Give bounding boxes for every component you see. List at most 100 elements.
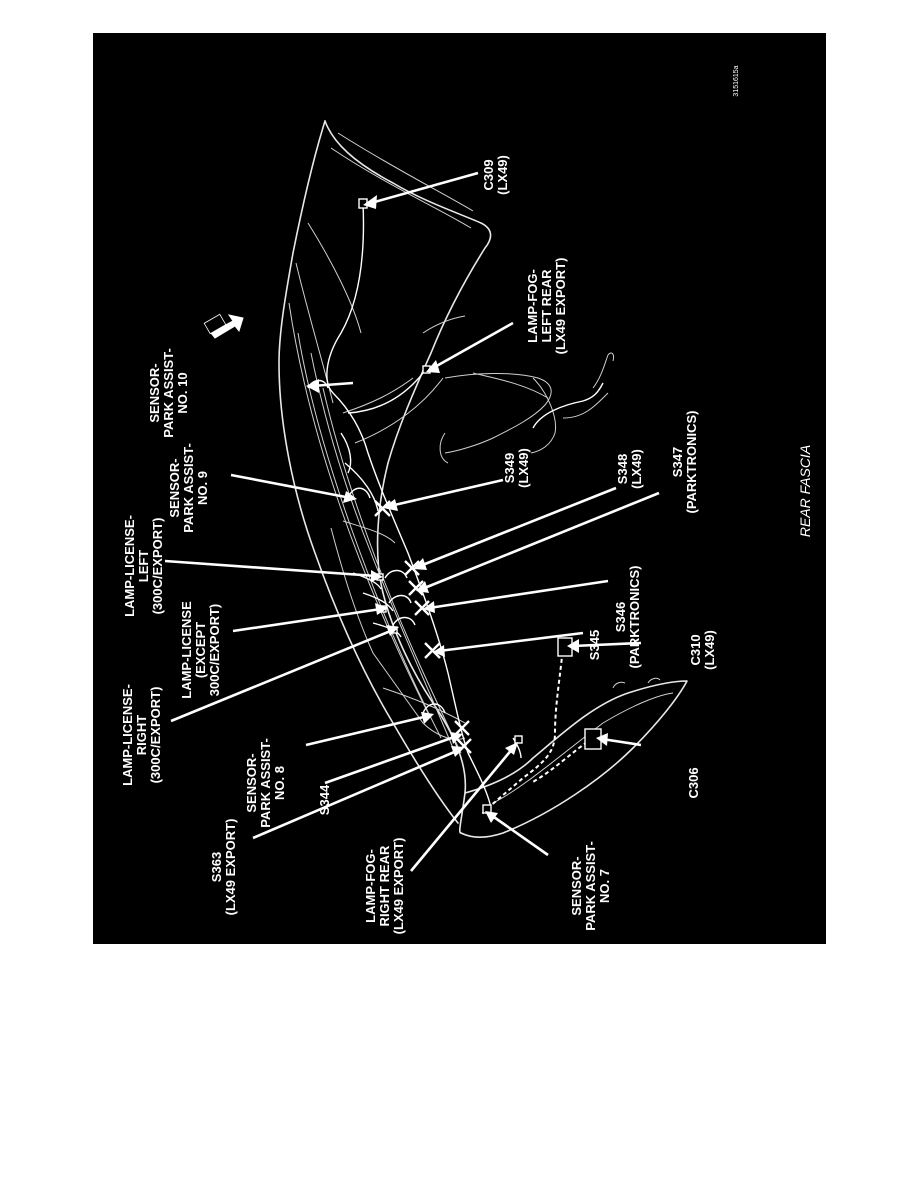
label-s349-line-2: (LX49)	[516, 448, 531, 488]
svg-text:S345: S345	[587, 630, 602, 660]
svg-text:SENSOR-PARK ASSIST-NO. 9: SENSOR-PARK ASSIST-NO. 9	[167, 443, 210, 533]
sensor-lamp-arc-2	[388, 594, 412, 604]
label-lamp-fog-left-rear-line-1: LAMP-FOG-	[525, 269, 540, 343]
label-s363-line-1: S363	[209, 852, 224, 882]
label-s348: S348(LX49)	[615, 449, 644, 489]
label-s347-line-1: S347	[670, 447, 685, 477]
svg-text:LAMP-FOG-LEFT REAR(LX49 EXPORT: LAMP-FOG-LEFT REAR(LX49 EXPORT)	[525, 258, 568, 355]
label-s346-line-2: (PARKTRONICS)	[627, 565, 642, 668]
splice-s344	[454, 720, 470, 736]
label-sensor-park-assist-8-line-1: SENSOR-	[244, 753, 259, 812]
splice-s345	[424, 642, 441, 659]
label-lamp-license-except-line-2: (EXCEPT	[193, 622, 208, 678]
label-c309-line-1: C309	[481, 159, 496, 190]
splice-s347	[408, 580, 424, 596]
label-c306: C306	[686, 767, 701, 798]
svg-text:S348(LX49): S348(LX49)	[615, 449, 644, 489]
leader-lines	[164, 171, 660, 872]
label-lamp-license-except-line-1: LAMP-LICENSE	[179, 601, 194, 699]
label-sensor-park-assist-9: SENSOR-PARK ASSIST-NO. 9	[167, 443, 210, 533]
label-c309: C309(LX49)	[481, 155, 510, 195]
labels: 3151615a C309(LX49) LAMP-FOG-LEFT REAR(L…	[120, 65, 813, 934]
splice-s348	[404, 560, 420, 576]
splice-markers	[374, 500, 472, 754]
label-s349-line-1: S349	[502, 453, 517, 483]
lamp-fog-right-connector	[514, 735, 523, 744]
label-lamp-license-left-line-1: LAMP-LICENSE-	[122, 515, 137, 617]
label-s348-line-2: (LX49)	[629, 449, 644, 489]
figure-id: 3151615a	[733, 65, 740, 96]
svg-text:LAMP-LICENSE(EXCEPT300C/EXPORT: LAMP-LICENSE(EXCEPT300C/EXPORT)	[179, 601, 222, 699]
label-lamp-fog-right-rear-line-1: LAMP-FOG-	[363, 849, 378, 923]
label-s346-line-1: S346	[613, 602, 628, 632]
label-lamp-license-right-line-3: (300C/EXPORT)	[148, 687, 163, 784]
label-sensor-park-assist-7: SENSOR-PARK ASSIST-NO. 7	[569, 841, 612, 931]
svg-text:SENSOR-PARK ASSIST-NO. 8: SENSOR-PARK ASSIST-NO. 8	[244, 738, 287, 828]
svg-text:LAMP-LICENSE-RIGHT(300C/EXPORT: LAMP-LICENSE-RIGHT(300C/EXPORT)	[120, 684, 163, 786]
label-lamp-license-left: LAMP-LICENSE-LEFT(300C/EXPORT)	[122, 515, 165, 617]
svg-text:C310(LX49): C310(LX49)	[688, 630, 717, 670]
label-lamp-license-right-line-1: LAMP-LICENSE-	[120, 684, 135, 786]
label-lamp-fog-left-rear: LAMP-FOG-LEFT REAR(LX49 EXPORT)	[525, 258, 568, 355]
figure-caption-text: REAR FASCIA	[797, 445, 813, 537]
label-sensor-park-assist-10-line-1: SENSOR-	[147, 363, 162, 422]
svg-text:SENSOR-PARK ASSIST-NO. 10: SENSOR-PARK ASSIST-NO. 10	[147, 348, 190, 438]
label-s347-line-2: (PARKTRONICS)	[684, 410, 699, 513]
sensor-lamp-arc-1	[384, 569, 408, 579]
svg-text:SENSOR-PARK ASSIST-NO. 7: SENSOR-PARK ASSIST-NO. 7	[569, 841, 612, 931]
label-s344-line-1: S344	[317, 784, 332, 815]
label-lamp-fog-right-rear-line-3: (LX49 EXPORT)	[391, 838, 406, 935]
svg-text:LAMP-FOG-RIGHT REAR(LX49 EXPOR: LAMP-FOG-RIGHT REAR(LX49 EXPORT)	[363, 838, 406, 935]
label-lamp-license-left-line-2: LEFT	[136, 550, 151, 583]
label-c310: C310(LX49)	[688, 630, 717, 670]
label-s345: S345	[587, 630, 602, 660]
svg-text:LAMP-LICENSE-LEFT(300C/EXPORT): LAMP-LICENSE-LEFT(300C/EXPORT)	[122, 515, 165, 617]
diagram-panel: 3151615a C309(LX49) LAMP-FOG-LEFT REAR(L…	[93, 33, 826, 944]
label-lamp-fog-left-rear-line-2: LEFT REAR	[539, 269, 554, 343]
label-sensor-park-assist-8-line-2: PARK ASSIST-	[258, 738, 273, 828]
rear-fascia-diagram: 3151615a C309(LX49) LAMP-FOG-LEFT REAR(L…	[120, 65, 813, 934]
label-s349: S349(LX49)	[502, 448, 531, 488]
label-lamp-license-right: LAMP-LICENSE-RIGHT(300C/EXPORT)	[120, 684, 163, 786]
label-lamp-license-right-line-2: RIGHT	[134, 715, 149, 756]
label-c310-line-1: C310	[688, 634, 703, 665]
svg-text:S349(LX49): S349(LX49)	[502, 448, 531, 488]
label-c309-line-2: (LX49)	[495, 155, 510, 195]
label-sensor-park-assist-7-line-3: NO. 7	[597, 869, 612, 903]
splice-s349	[374, 500, 391, 517]
svg-text:S346(PARKTRONICS): S346(PARKTRONICS)	[613, 565, 642, 668]
label-sensor-park-assist-9-line-1: SENSOR-	[167, 458, 182, 517]
label-lamp-fog-right-rear-line-2: RIGHT REAR	[377, 845, 392, 927]
fascia-body	[203, 120, 688, 838]
label-s363: S363(LX49 EXPORT)	[209, 819, 238, 916]
sensor-8-mount	[422, 703, 446, 714]
label-c306-line-1: C306	[686, 767, 701, 798]
splice-s346	[414, 600, 430, 616]
figure-id-text: 3151615a	[733, 65, 740, 96]
label-lamp-license-left-line-3: (300C/EXPORT)	[150, 518, 165, 615]
label-sensor-park-assist-7-line-1: SENSOR-	[569, 856, 584, 915]
label-s345-line-1: S345	[587, 630, 602, 660]
label-sensor-park-assist-8-line-3: NO. 8	[272, 766, 287, 800]
label-c310-line-2: (LX49)	[702, 630, 717, 670]
label-s344: S344	[317, 784, 332, 815]
sensor-lamp-arc-3	[392, 616, 416, 626]
label-sensor-park-assist-7-line-2: PARK ASSIST-	[583, 841, 598, 931]
label-s363-line-2: (LX49 EXPORT)	[223, 819, 238, 916]
label-lamp-license-except: LAMP-LICENSE(EXCEPT300C/EXPORT)	[179, 601, 222, 699]
label-sensor-park-assist-8: SENSOR-PARK ASSIST-NO. 8	[244, 738, 287, 828]
label-sensor-park-assist-9-line-3: NO. 9	[195, 471, 210, 505]
label-lamp-license-except-line-3: 300C/EXPORT)	[207, 604, 222, 696]
label-sensor-park-assist-10: SENSOR-PARK ASSIST-NO. 10	[147, 348, 190, 438]
svg-text:C309(LX49): C309(LX49)	[481, 155, 510, 195]
svg-text:S363(LX49 EXPORT): S363(LX49 EXPORT)	[209, 819, 238, 916]
label-sensor-park-assist-10-line-3: NO. 10	[175, 372, 190, 413]
label-sensor-park-assist-9-line-2: PARK ASSIST-	[181, 443, 196, 533]
label-s346: S346(PARKTRONICS)	[613, 565, 642, 668]
svg-text:S344: S344	[317, 784, 332, 815]
svg-text:C306: C306	[686, 767, 701, 798]
svg-text:S347(PARKTRONICS): S347(PARKTRONICS)	[670, 410, 699, 513]
label-lamp-fog-left-rear-line-3: (LX49 EXPORT)	[553, 258, 568, 355]
figure-caption: REAR FASCIA	[797, 445, 813, 537]
label-lamp-fog-right-rear: LAMP-FOG-RIGHT REAR(LX49 EXPORT)	[363, 838, 406, 935]
